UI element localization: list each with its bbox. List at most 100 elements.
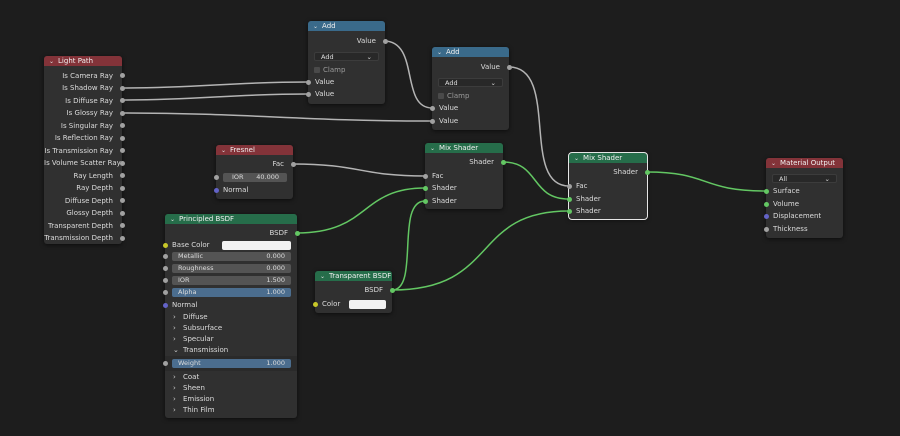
target-dropdown[interactable]: All⌄ (772, 174, 837, 183)
checkbox-box[interactable] (314, 67, 320, 73)
socket[interactable] (119, 73, 125, 78)
socket[interactable] (566, 183, 572, 189)
socket[interactable] (644, 169, 650, 175)
base-color-swatch[interactable] (222, 240, 291, 250)
node-header[interactable]: ⌄Mix Shader (425, 143, 503, 153)
socket[interactable] (119, 135, 125, 141)
chevron-down-icon[interactable]: ⌄ (437, 48, 443, 56)
panel-specular[interactable]: ›Specular (173, 335, 214, 343)
panel-subsurface[interactable]: ›Subsurface (173, 324, 223, 332)
socket[interactable] (763, 201, 769, 207)
socket[interactable] (162, 242, 168, 248)
socket[interactable] (119, 198, 125, 203)
socket[interactable] (119, 98, 125, 103)
socket[interactable] (500, 159, 506, 165)
socket[interactable] (119, 223, 125, 228)
node-material-output[interactable]: ⌄Material Output All⌄ Surface Volume Dis… (763, 158, 843, 238)
socket[interactable] (119, 123, 125, 128)
socket[interactable] (763, 213, 769, 219)
node-header[interactable]: ⌄Mix Shader (569, 153, 647, 163)
chevron-down-icon[interactable]: ⌄ (320, 272, 326, 280)
node-header[interactable]: ⌄Light Path (44, 56, 122, 66)
output-is-shadow-ray: Is Shadow Ray (44, 83, 125, 93)
panel-sheen[interactable]: ›Sheen (173, 384, 205, 392)
socket[interactable] (119, 210, 125, 216)
socket[interactable] (382, 38, 388, 44)
node-transparent-bsdf[interactable]: ⌄Transparent BSDF BSDF Color (312, 271, 395, 313)
chevron-down-icon[interactable]: ⌄ (49, 57, 55, 65)
socket[interactable] (429, 105, 435, 111)
chevron-down-icon[interactable]: ⌄ (771, 159, 777, 167)
socket[interactable] (214, 175, 219, 180)
node-header[interactable]: ⌄Principled BSDF (165, 214, 297, 224)
link-fresnel-to-mix1 (292, 163, 426, 177)
socket[interactable] (162, 302, 168, 308)
checkbox-box[interactable] (438, 93, 444, 99)
socket[interactable] (294, 230, 300, 236)
node-mix-shader-1[interactable]: ⌄Mix Shader Shader Fac Shader Shader (422, 143, 506, 209)
chevron-right-icon: › (173, 324, 176, 332)
socket[interactable] (506, 64, 512, 70)
socket[interactable] (429, 118, 435, 124)
socket[interactable] (119, 160, 125, 166)
node-light-path[interactable]: ⌄Light Path Is Camera Ray Is Shadow Ray … (44, 56, 125, 244)
input-thickness: Thickness (763, 224, 843, 234)
socket[interactable] (422, 185, 428, 191)
socket[interactable] (305, 91, 311, 97)
chevron-down-icon[interactable]: ⌄ (313, 22, 319, 30)
operation-dropdown[interactable]: Add⌄ (438, 78, 503, 87)
socket[interactable] (119, 185, 125, 191)
socket[interactable] (163, 361, 168, 366)
chevron-down-icon[interactable]: ⌄ (574, 154, 580, 162)
socket[interactable] (163, 278, 168, 283)
socket[interactable] (763, 188, 769, 194)
panel-coat[interactable]: ›Coat (173, 373, 200, 381)
socket[interactable] (213, 187, 219, 193)
operation-dropdown[interactable]: Add⌄ (314, 52, 379, 61)
node-header[interactable]: ⌄Transparent BSDF (315, 271, 392, 281)
socket[interactable] (566, 208, 572, 214)
socket[interactable] (163, 266, 168, 271)
link-shadow-to-add1 (121, 81, 309, 89)
socket[interactable] (422, 173, 428, 179)
node-header[interactable]: ⌄Add (432, 47, 509, 57)
color-swatch[interactable] (349, 299, 386, 309)
socket[interactable] (422, 198, 428, 204)
chevron-down-icon[interactable]: ⌄ (221, 146, 227, 154)
socket[interactable] (163, 254, 168, 259)
chevron-down-icon[interactable]: ⌄ (430, 144, 436, 152)
panel-transmission[interactable]: ⌄Transmission (173, 346, 229, 354)
socket[interactable] (119, 110, 125, 116)
node-principled-bsdf[interactable]: ⌄Principled BSDF BSDF Base Color Metalli… (162, 214, 300, 418)
node-header[interactable]: ⌄Fresnel (216, 145, 293, 155)
chevron-right-icon: › (173, 313, 176, 321)
socket[interactable] (566, 196, 572, 202)
socket[interactable] (389, 287, 395, 293)
panel-emission[interactable]: ›Emission (173, 395, 215, 403)
socket[interactable] (119, 173, 125, 178)
socket[interactable] (312, 301, 318, 307)
node-add-1[interactable]: ⌄Add Value Add⌄ Clamp Value Value (305, 21, 388, 104)
socket[interactable] (290, 161, 296, 167)
panel-thin-film[interactable]: ›Thin Film (173, 406, 215, 414)
node-header[interactable]: ⌄Add (308, 21, 385, 31)
socket[interactable] (763, 226, 769, 232)
panel-diffuse[interactable]: ›Diffuse (173, 313, 208, 321)
chevron-down-icon[interactable]: ⌄ (170, 215, 176, 223)
socket[interactable] (119, 148, 125, 153)
node-add-2[interactable]: ⌄Add Value Add⌄ Clamp Value Value (429, 47, 512, 130)
node-mix-shader-2[interactable]: ⌄Mix Shader Shader Fac Shader Shader (566, 152, 650, 220)
socket[interactable] (163, 290, 168, 295)
socket[interactable] (305, 79, 311, 85)
socket[interactable] (119, 235, 125, 241)
node-header[interactable]: ⌄Material Output (766, 158, 843, 168)
socket[interactable] (119, 85, 125, 91)
